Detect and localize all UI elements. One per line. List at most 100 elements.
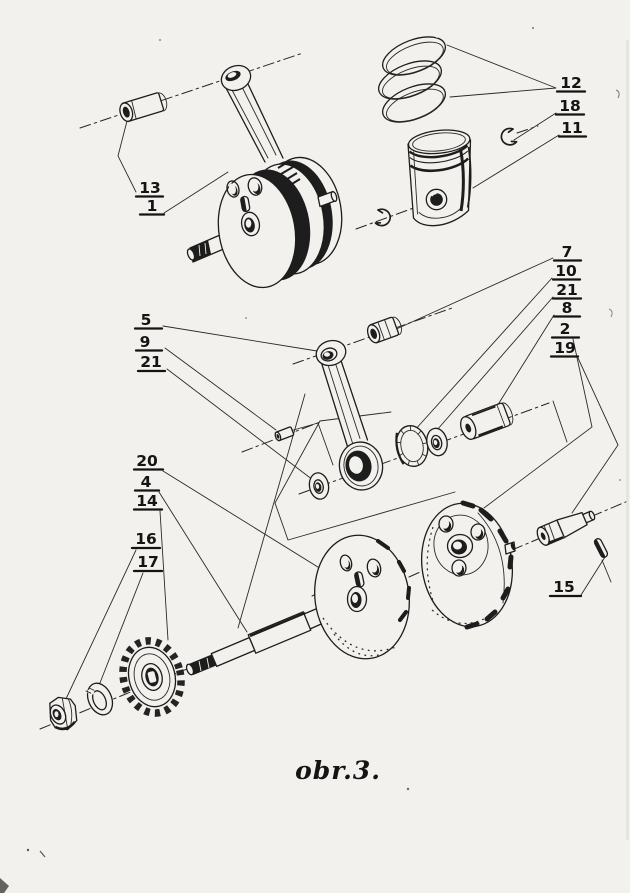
piston-ring-1 xyxy=(382,29,446,76)
shaft-end-face xyxy=(186,248,196,261)
stub-end xyxy=(510,542,516,551)
smudge-1 xyxy=(615,89,620,99)
connecting-rod xyxy=(315,339,384,491)
part-label-12: 12 xyxy=(555,74,587,93)
side-shading-2 xyxy=(466,146,472,208)
speck-5 xyxy=(619,479,621,481)
ring-gap xyxy=(432,52,441,62)
construction-box-small xyxy=(289,422,334,466)
label-text-2: 2 xyxy=(560,320,571,338)
part-label-9: 9 xyxy=(134,333,164,352)
part-label-11: 11 xyxy=(557,119,588,138)
hub-bore xyxy=(446,533,474,559)
ring-shading xyxy=(395,432,405,465)
sprocket-teeth xyxy=(119,637,185,717)
center-boss xyxy=(433,514,489,576)
circlip-right xyxy=(500,127,518,146)
bearing-ring xyxy=(395,425,429,467)
oil-hole xyxy=(465,423,472,433)
tip-end-face xyxy=(588,510,596,521)
circlip-shape xyxy=(500,127,518,146)
label-text-11: 11 xyxy=(561,119,583,137)
washer-inner-rim xyxy=(430,434,443,451)
pin-shade-bottom xyxy=(478,425,504,437)
piston-rings xyxy=(378,29,446,123)
stud-light xyxy=(453,562,463,573)
washer-inner xyxy=(92,690,107,711)
rim-segments xyxy=(460,500,514,630)
nut-bore-hl xyxy=(54,711,59,718)
speck-6 xyxy=(245,317,247,319)
woodruff-key xyxy=(593,538,609,558)
construction-box-right xyxy=(552,400,568,443)
leader-11 xyxy=(472,134,560,189)
ring-gap xyxy=(436,77,444,86)
dowel-bore xyxy=(276,434,280,439)
leader-14 xyxy=(159,510,169,641)
crank-pin-end xyxy=(496,402,514,427)
pin-shade-top xyxy=(471,405,496,417)
ring-outer xyxy=(382,83,446,123)
figure-caption: obr.3. xyxy=(295,756,381,785)
label-text-8: 8 xyxy=(562,299,573,317)
stud-light xyxy=(472,526,482,537)
slot-hole xyxy=(354,571,365,588)
small-end-bore-hl xyxy=(324,352,330,357)
ring-inner xyxy=(386,41,444,75)
paper-noise xyxy=(0,27,629,893)
leader-lines xyxy=(64,44,619,702)
leader-12 xyxy=(446,44,557,98)
shaft-sleeve xyxy=(247,611,312,654)
leader-21-right xyxy=(436,296,554,431)
stud-1 xyxy=(438,515,454,533)
label-text-13: 13 xyxy=(139,179,161,197)
leader-8 xyxy=(493,314,555,412)
label-text-14: 14 xyxy=(136,492,158,510)
hole-light xyxy=(342,557,349,568)
shaft-shade xyxy=(546,536,564,545)
hole-light xyxy=(369,561,378,573)
dowel-pin xyxy=(274,426,295,442)
ring-inner xyxy=(386,88,444,122)
label-text-12: 12 xyxy=(560,74,582,92)
part-labels: 13 1 12 18 11 5 9 21 xyxy=(130,74,588,598)
ring-inner xyxy=(382,65,440,99)
big-end-chamfer xyxy=(343,445,379,487)
label-text-16: 16 xyxy=(135,530,157,548)
disc-front-details xyxy=(226,177,263,237)
label-text-20: 20 xyxy=(136,452,158,470)
bushing-bore xyxy=(370,328,378,339)
leader-2 xyxy=(483,338,593,509)
part-label-10: 10 xyxy=(551,262,582,281)
balance-hole-1 xyxy=(226,180,240,198)
dotted-shading-2 xyxy=(333,633,384,657)
split-ends xyxy=(85,687,95,694)
thrust-washer-right xyxy=(426,427,448,457)
part-label-1: 1 xyxy=(138,197,166,216)
part-label-4: 4 xyxy=(133,473,161,492)
ring-outer xyxy=(382,36,446,76)
ring-outer xyxy=(378,60,442,100)
rod-shaft-edges xyxy=(225,83,284,163)
crank-web-right xyxy=(420,500,516,630)
axis-between-discs xyxy=(408,567,430,578)
part-label-7: 7 xyxy=(552,243,583,262)
part-label-16: 16 xyxy=(130,530,162,550)
piston-body xyxy=(407,139,472,227)
upper-connecting-rod xyxy=(220,64,284,163)
piston xyxy=(407,129,472,227)
hole-light xyxy=(250,179,259,192)
rod-shaft-fill xyxy=(226,84,283,162)
shaft-nut xyxy=(49,696,78,731)
hub-bore xyxy=(346,585,368,613)
label-text-7: 7 xyxy=(562,243,573,261)
crank-web-left xyxy=(185,534,411,676)
small-end-bushing xyxy=(366,316,402,344)
balance-hole-2 xyxy=(366,558,382,578)
leader-21-left xyxy=(166,368,314,481)
crankshaft-assembly xyxy=(186,64,343,289)
crank-pin-stub xyxy=(504,541,516,555)
shaft-thread-dark xyxy=(188,654,217,675)
sprocket xyxy=(119,637,185,717)
